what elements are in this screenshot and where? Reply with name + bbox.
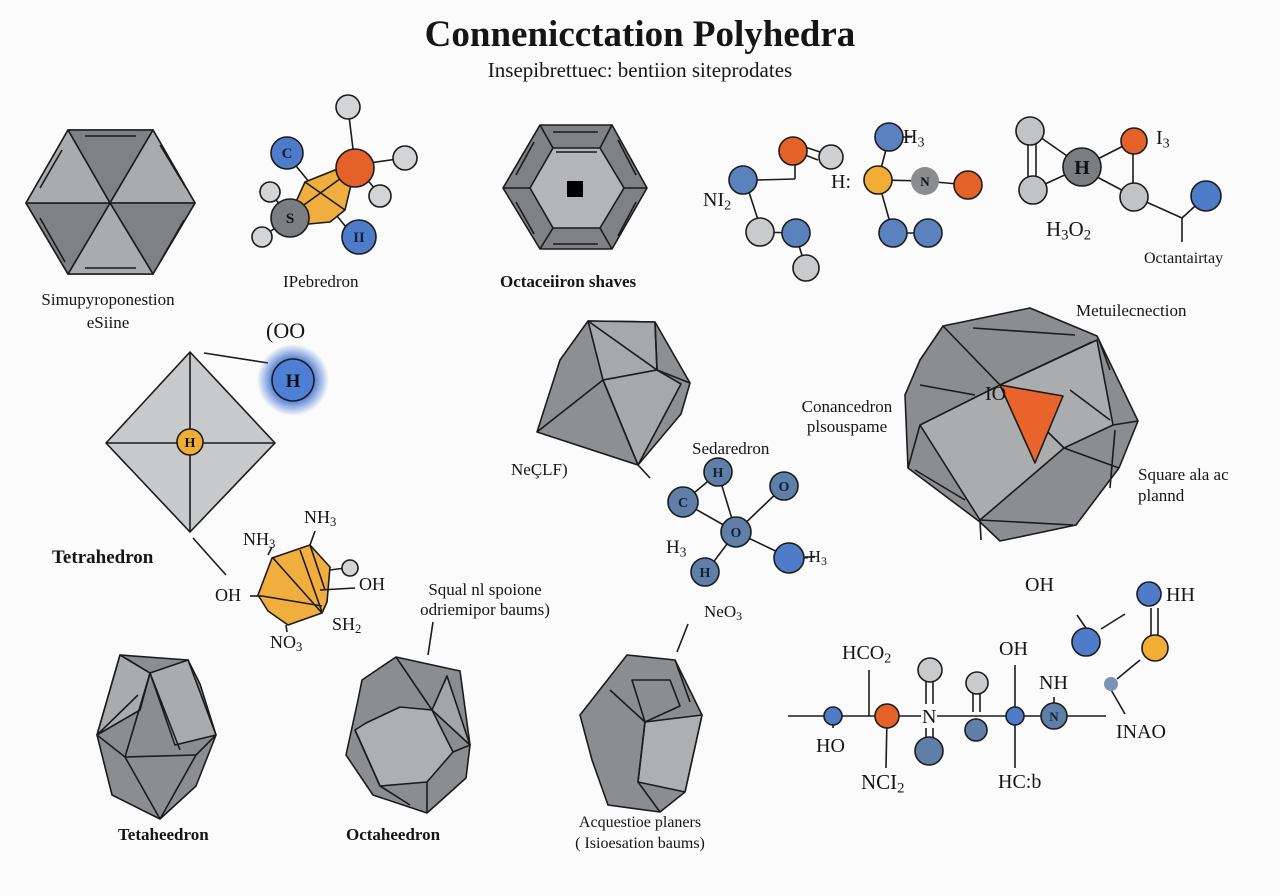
h3-mid-label: H3 [666, 537, 687, 560]
hexagon-caption-line2: eSiine [86, 313, 130, 332]
atom-c-label: C [282, 146, 293, 162]
neo3-leader-line [676, 623, 689, 653]
squal-label-line2: odriemipor baums) [420, 600, 550, 619]
yellow-complex [250, 530, 359, 633]
metuilecnection-label: Metuilecnection [1076, 301, 1187, 320]
atom-h-yellow-label: H [185, 436, 196, 451]
conancedron-label-line1: Conancedron [801, 397, 893, 416]
ligand-sh2: SH2 [332, 614, 362, 637]
chain-nh: NH [1039, 672, 1068, 694]
tetaheedron-label: Tetaheedron [118, 825, 209, 844]
amine-molecule [728, 122, 983, 282]
h3-right-label: -H3 [803, 547, 827, 568]
ligand-no3: NO3 [270, 632, 303, 655]
octaheedron-label: Octaheedron [346, 825, 441, 844]
chain-hco2: HCO2 [842, 642, 892, 667]
chain-inao: INAO [1116, 721, 1166, 743]
neclf-label: NeÇLF) [511, 460, 568, 479]
square-label-line2: plannd [1138, 486, 1185, 505]
atom-h-dark-label: H [1074, 157, 1090, 179]
sed-atom-o-right: O [779, 480, 790, 495]
oo-label: (OO [266, 318, 306, 343]
i3-label: I3 [1156, 127, 1170, 152]
chain-n: N [921, 706, 938, 728]
chain-molecule [788, 581, 1169, 769]
chain-hcb: HC:b [998, 771, 1042, 793]
sed-atom-o-center: O [731, 526, 742, 541]
square-label-line1: Square ala ac [1138, 465, 1229, 484]
octantairtay-label: Octantairtay [1144, 250, 1224, 267]
chain-ncl2: NCI2 [861, 770, 905, 797]
chain-hh: HH [1166, 584, 1195, 606]
squal-label-line1: Squal nl spoione [428, 580, 542, 599]
pebredron-molecule [251, 94, 418, 255]
page-title: Connenicctation Polyhedra [424, 14, 856, 55]
pebredron-caption: IPebredron [283, 272, 359, 291]
atom-h-glow-label: H [286, 371, 301, 392]
tetrahedron-label: Tetrahedron [52, 547, 154, 568]
squal-leader-line [427, 621, 434, 656]
io-label: IO [985, 383, 1007, 405]
acquestion-label-line2: ( Isioesation baums) [575, 835, 705, 852]
conancedron-label-line2: plsouspame [806, 417, 888, 436]
chain-oh-right: OH [1025, 574, 1054, 596]
h-colon-label: H: [831, 171, 851, 193]
atom-ii-label: II [353, 230, 365, 246]
octaceiron-shape [502, 124, 648, 250]
hexagon-caption-line1: Simupyroponestion [41, 290, 175, 309]
acquestion-label-line1: Acquestioe planers [578, 814, 702, 831]
chain-atom-n: N [1049, 709, 1059, 724]
ligand-nh3-top: NH3 [304, 507, 337, 530]
sed-atom-c: C [678, 496, 688, 511]
octaceiron-caption: Octaceiiron shaves [500, 272, 637, 291]
diamond-polyhedron [105, 344, 329, 576]
ligand-oh-left: OH [215, 585, 241, 605]
chain-oh-top: OH [999, 638, 1028, 660]
hexagon-polyhedron [25, 129, 196, 275]
h3-top-label: H3 [903, 126, 925, 151]
h3o2-label: H3O2 [1046, 217, 1092, 244]
sedaredron-molecule [667, 457, 815, 587]
acquestion-shape [579, 654, 703, 813]
chain-ho: HO [816, 735, 845, 757]
sed-atom-h2: H [700, 566, 711, 581]
atom-s-label: S [286, 211, 294, 227]
central-polyhedron [536, 320, 691, 479]
neo3-label: NeO3 [704, 602, 743, 623]
sed-atom-h1: H [713, 466, 724, 481]
atom-n-grey-label: N [920, 174, 930, 189]
large-polyhedron [904, 307, 1139, 542]
tetaheedron-shape [96, 654, 217, 820]
page-subtitle: Insepibrettuec: bentiion siteprodates [487, 58, 793, 82]
h3o2-molecule [1015, 116, 1222, 242]
nh2-label: NI2 [703, 189, 732, 214]
ligand-oh-right: OH [359, 574, 385, 594]
sedaredron-label: Sedaredron [692, 439, 770, 458]
octaheedron-shape [345, 656, 471, 814]
ligand-nh3-left: NH3 [243, 529, 276, 552]
